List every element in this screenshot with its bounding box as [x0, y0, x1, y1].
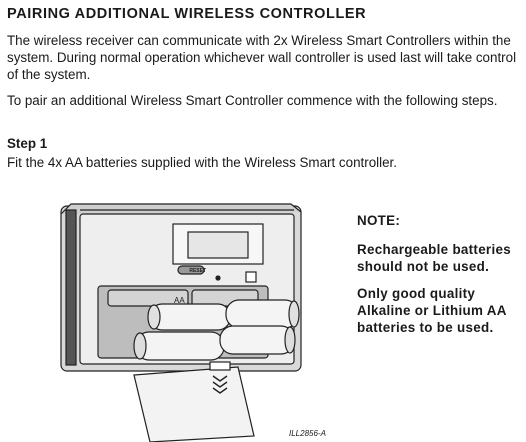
- chevron-down-icon: [212, 375, 228, 394]
- controller-battery-illustration: RESET AA: [60, 203, 302, 442]
- reset-label: RESET: [189, 268, 206, 274]
- battery-type-label: AA: [174, 296, 185, 305]
- battery: [219, 325, 295, 355]
- battery: [225, 299, 299, 329]
- note-rechargeable-warning: Rechargeable batteries should not be use…: [357, 242, 511, 274]
- battery: [135, 331, 225, 361]
- battery-cover: [133, 366, 255, 442]
- note-battery-quality: Only good quality Alkaline or Lithium AA…: [357, 286, 507, 335]
- note-title: NOTE:: [357, 213, 401, 228]
- battery: [107, 289, 189, 307]
- section-heading: PAIRING ADDITIONAL WIRELESS CONTROLLER: [7, 6, 367, 22]
- reset-button: [177, 265, 205, 275]
- battery: [149, 303, 231, 331]
- illustration-id-label: ILL2856-A: [289, 429, 326, 438]
- intro-paragraph: The wireless receiver can communicate wi…: [7, 33, 517, 82]
- controller-side: [60, 203, 302, 215]
- step-title: Step 1: [7, 136, 48, 151]
- step-text: Fit the 4x AA batteries supplied with th…: [7, 155, 397, 170]
- instruction-paragraph: To pair an additional Wireless Smart Con…: [7, 93, 498, 108]
- note-box: NOTE: Rechargeable batteries should not …: [357, 212, 522, 346]
